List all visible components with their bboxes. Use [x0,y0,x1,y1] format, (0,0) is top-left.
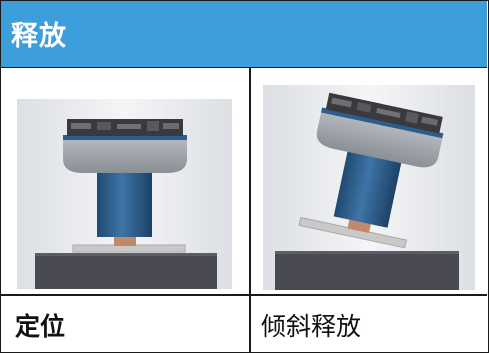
header-title: 释放 [11,21,67,52]
table-header: 释放 [1,1,487,68]
device-tilted-drawing [263,85,475,290]
device-upright-image [17,99,232,289]
device-upright-drawing [17,99,232,289]
label-positioning: 定位 [15,312,66,341]
device-tilted-image [263,85,475,290]
row-divider [1,294,487,296]
column-divider [249,67,251,352]
label-tilt-release: 倾斜释放 [261,312,362,341]
